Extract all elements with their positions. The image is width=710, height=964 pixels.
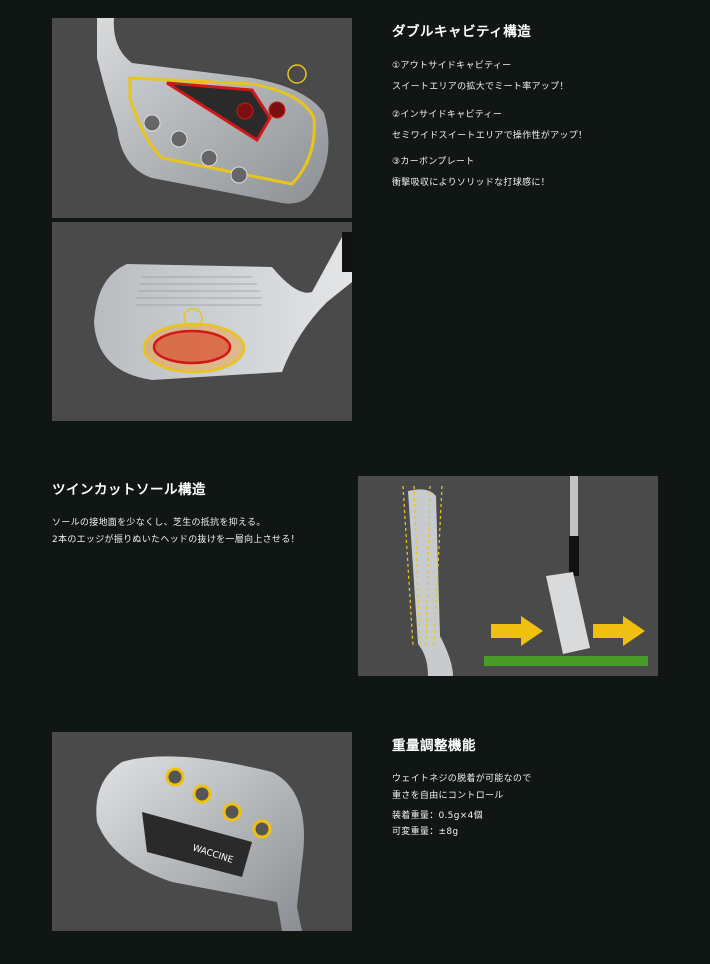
cavity-item-2-desc: セミワイドスイートエリアで操作性がアップ！	[392, 131, 588, 141]
cavity-item-3-desc: 衝撃吸収によりソリッドな打球感に！	[392, 178, 550, 188]
cavity-item-2-label: ②インサイドキャビティー	[392, 110, 503, 120]
face-sweet-area-image	[52, 222, 352, 421]
cavity-back-image	[52, 18, 352, 218]
cavity-section-title: ダブルキャビティ構造	[392, 24, 532, 40]
weight-line-1: ウェイトネジの脱着が可能なので	[392, 774, 532, 784]
sole-line-2: 2本のエッジが振りぬいたヘッドの抜けを一層向上させる！	[52, 535, 300, 545]
cavity-item-1-label: ①アウトサイドキャビティー	[392, 61, 512, 71]
weight-spec-2: 可変重量：±8g	[392, 827, 459, 837]
cavity-item-3-label: ③カーボンプレート	[392, 157, 475, 167]
sole-line-1: ソールの接地面を少なくし、芝生の抵抗を抑える。	[52, 518, 266, 528]
weight-section-title: 重量調整機能	[392, 738, 476, 754]
twin-cut-sole-image	[358, 476, 658, 676]
sole-section-title: ツインカットソール構造	[52, 482, 206, 498]
cavity-item-1-desc: スイートエリアの拡大でミート率アップ！	[392, 82, 569, 92]
weight-line-2: 重さを自由にコントロール	[392, 791, 504, 801]
weight-adjust-image: WACCINE	[52, 732, 352, 931]
weight-spec-1: 装着重量：0.5g×4個	[392, 811, 483, 821]
